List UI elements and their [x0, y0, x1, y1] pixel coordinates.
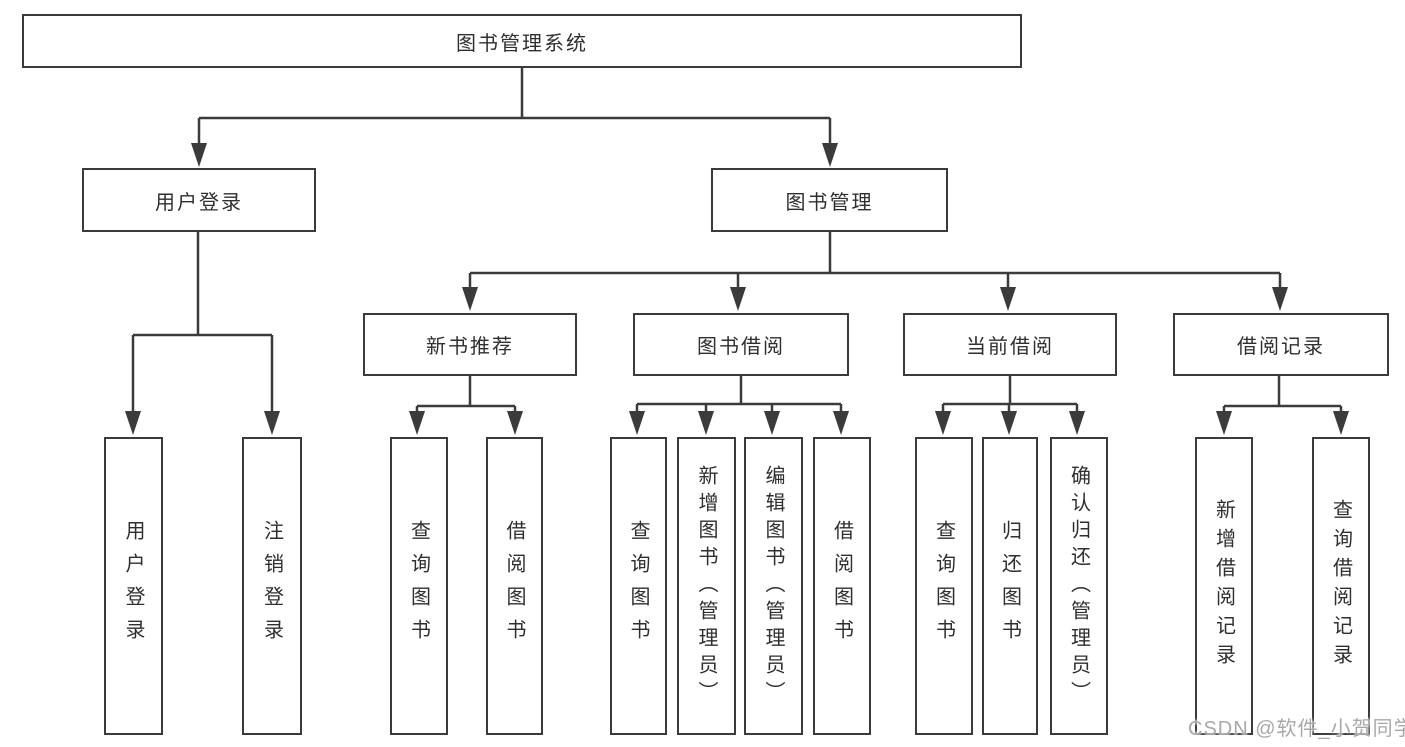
node-label: 图书管理	[785, 191, 874, 214]
leaf-label: 新增图书（管理员）	[695, 464, 717, 708]
leaf-edit-books-admin: 编辑图书（管理员）	[744, 437, 803, 735]
leaf-label: 编辑图书（管理员）	[762, 464, 784, 708]
leaf-label: 借阅图书	[830, 520, 853, 652]
node-label: 新书推荐	[426, 336, 514, 358]
leaf-label: 查询图书	[407, 520, 430, 652]
arrow-heads	[125, 143, 1349, 435]
leaf-label: 新增借阅记录	[1212, 499, 1235, 673]
node-label: 借阅记录	[1237, 336, 1325, 358]
node-library-management-system: 图书管理系统	[22, 14, 1022, 68]
leaf-label: 用户登录	[122, 520, 144, 652]
node-label: 图书管理系统	[456, 32, 588, 55]
leaf-logout: 注销登录	[242, 437, 302, 735]
leaf-label: 查询图书	[627, 520, 649, 652]
leaf-query-borrow-record: 查询借阅记录	[1312, 437, 1370, 735]
leaf-confirm-return-admin: 确认归还（管理员）	[1050, 437, 1108, 735]
leaf-label: 注销登录	[260, 520, 283, 652]
leaf-label: 归还图书	[998, 520, 1021, 652]
node-label: 用户登录	[155, 191, 243, 214]
node-new-book-recommendation: 新书推荐	[363, 313, 577, 376]
node-borrowing-records: 借阅记录	[1173, 313, 1389, 376]
leaf-label: 查询图书	[932, 520, 955, 652]
leaf-query-books-recommend: 查询图书	[390, 437, 448, 735]
node-label: 图书借阅	[697, 336, 785, 358]
leaf-label: 确认归还（管理员）	[1067, 464, 1090, 708]
leaf-query-books-borrowing: 查询图书	[610, 437, 667, 735]
leaf-add-books-admin: 新增图书（管理员）	[677, 437, 736, 735]
leaf-borrow-books-borrowing: 借阅图书	[813, 437, 871, 735]
leaf-borrow-books-recommend: 借阅图书	[486, 437, 543, 735]
leaf-return-books: 归还图书	[982, 437, 1038, 735]
leaf-label: 查询借阅记录	[1329, 499, 1352, 673]
leaf-label: 借阅图书	[503, 520, 525, 652]
node-current-borrowing: 当前借阅	[903, 313, 1117, 376]
node-book-management: 图书管理	[711, 168, 948, 232]
leaf-user-login: 用户登录	[104, 437, 163, 735]
watermark: CSDN @软件_小贺同学	[1188, 718, 1405, 740]
node-label: 当前借阅	[966, 336, 1054, 358]
leaf-add-borrow-record: 新增借阅记录	[1195, 437, 1253, 735]
node-book-borrowing: 图书借阅	[633, 313, 849, 376]
leaf-query-books-current: 查询图书	[915, 437, 973, 735]
node-user-login: 用户登录	[82, 168, 316, 232]
